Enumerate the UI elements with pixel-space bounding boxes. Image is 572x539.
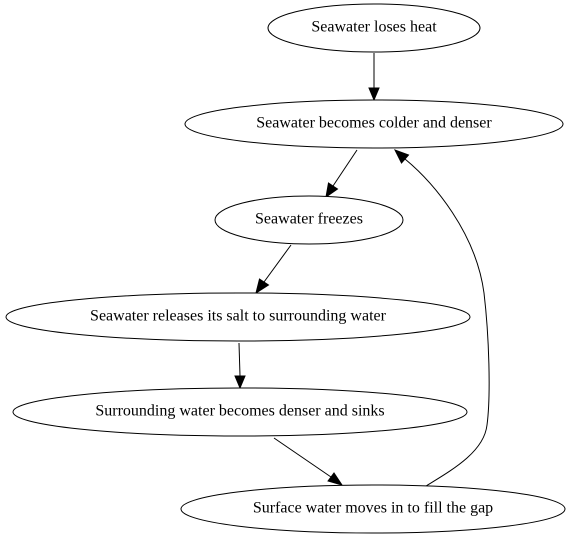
node-loses-heat: Seawater loses heat (267, 3, 481, 53)
node-label: Seawater loses heat (311, 19, 437, 36)
node-label: Seawater releases its salt to surroundin… (90, 308, 387, 325)
node-label: Seawater freezes (255, 211, 363, 228)
edge-sinks-to-surface-moves (273, 437, 344, 486)
node-releases-salt: Seawater releases its salt to surroundin… (5, 292, 471, 342)
node-label: Seawater becomes colder and denser (256, 115, 492, 132)
node-colder-denser: Seawater becomes colder and denser (184, 99, 564, 149)
edge-loses-heat-to-colder-denser (368, 53, 380, 102)
node-freezes: Seawater freezes (214, 195, 404, 245)
node-sinks: Surrounding water becomes denser and sin… (12, 387, 468, 437)
node-surface-moves: Surface water moves in to fill the gap (180, 484, 566, 534)
edge-releases-salt-to-sinks (234, 342, 246, 390)
edge-colder-denser-to-freezes (325, 149, 358, 199)
edge-surface-moves-to-colder-denser (393, 149, 490, 487)
edge-freezes-to-releases-salt (255, 244, 292, 295)
node-label: Surrounding water becomes denser and sin… (95, 403, 384, 420)
node-label: Surface water moves in to fill the gap (253, 500, 493, 517)
